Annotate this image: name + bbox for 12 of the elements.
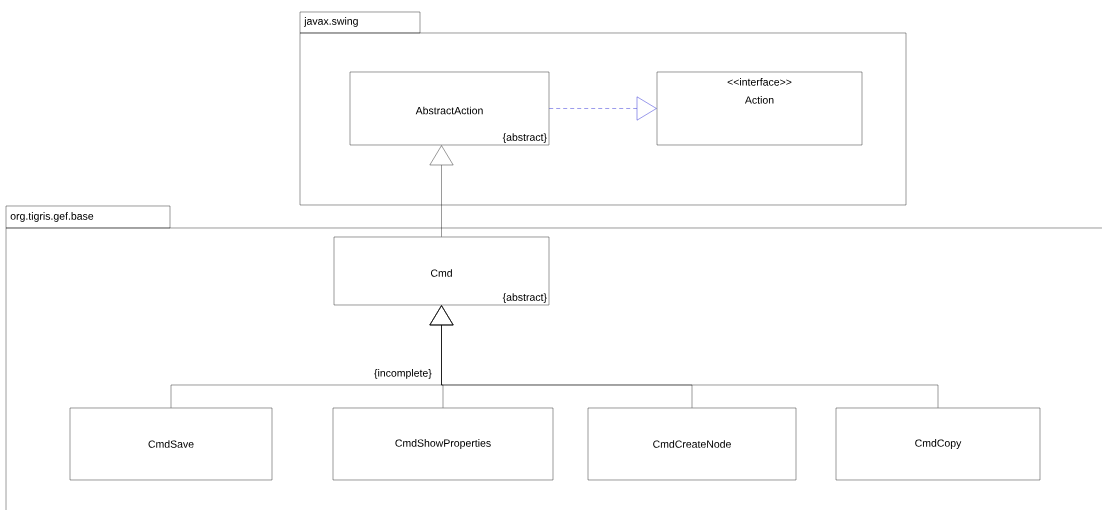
class-box: <<interface>> Action <box>656 71 863 146</box>
inheritance-arrow <box>429 145 454 237</box>
class-box: CmdCreateNode <box>587 407 797 481</box>
class-box: CmdSave <box>69 407 273 481</box>
node-label: javax.swing <box>303 17 358 27</box>
inheritance-arrow <box>429 305 939 408</box>
class-box: Cmd {abstract} <box>333 236 550 306</box>
class-box: CmdShowProperties <box>332 407 554 481</box>
constraint-label: {incomplete} <box>374 369 432 379</box>
class-box: CmdCopy <box>835 407 1041 481</box>
class-box: AbstractAction {abstract} <box>349 71 550 146</box>
inheritance-arrow <box>549 96 657 121</box>
